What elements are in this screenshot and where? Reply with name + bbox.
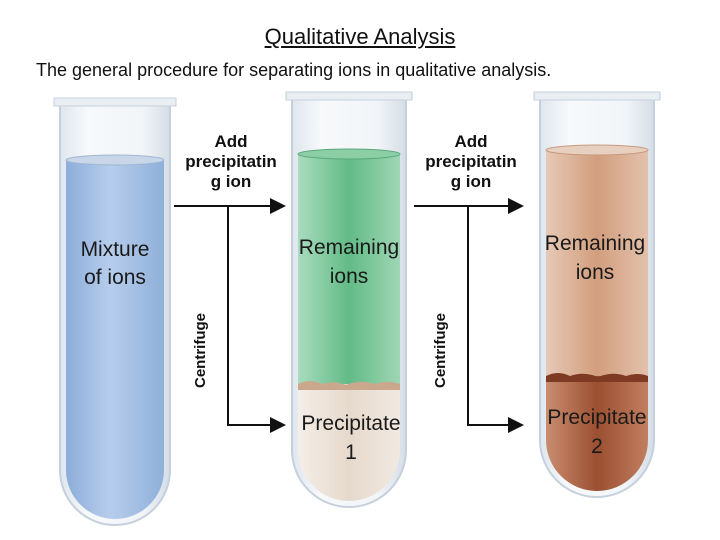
tube3-top-line1: Remaining <box>545 232 645 255</box>
arrow-centrifuge-2 <box>467 206 524 433</box>
tube-mixture: Mixture of ions <box>53 97 177 526</box>
step2-label: Add precipitatin g ion <box>425 132 517 191</box>
tube3-top-line2: ions <box>576 261 615 284</box>
tube-precipitate-1: Remaining ions Precipitate 1 <box>285 91 413 508</box>
step1-centrifuge-label: Centrifuge <box>192 313 209 388</box>
step2-arrows <box>414 198 524 433</box>
tube2-top-line1: Remaining <box>299 236 399 259</box>
page-title: Qualitative Analysis <box>264 24 456 49</box>
tube2-top-line2: ions <box>330 265 369 288</box>
tube2-bottom-line1: Precipitate <box>301 412 400 435</box>
tube2-bottom-line2: 1 <box>345 441 357 464</box>
step1-arrows <box>174 198 286 433</box>
tube1-text-line1: Mixture <box>81 238 150 261</box>
tube3-bottom-line2: 2 <box>591 435 603 458</box>
step2-centrifuge-label: Centrifuge <box>432 313 449 388</box>
page-subtitle: The general procedure for separating ion… <box>36 60 552 80</box>
tube1-text-line2: of ions <box>84 266 146 289</box>
arrow-centrifuge-1 <box>227 206 286 433</box>
step1-label: Add precipitatin g ion <box>185 132 277 191</box>
tube3-bottom-line1: Precipitate <box>547 406 646 429</box>
tube-precipitate-2: Remaining ions Precipitate 2 <box>533 91 661 498</box>
